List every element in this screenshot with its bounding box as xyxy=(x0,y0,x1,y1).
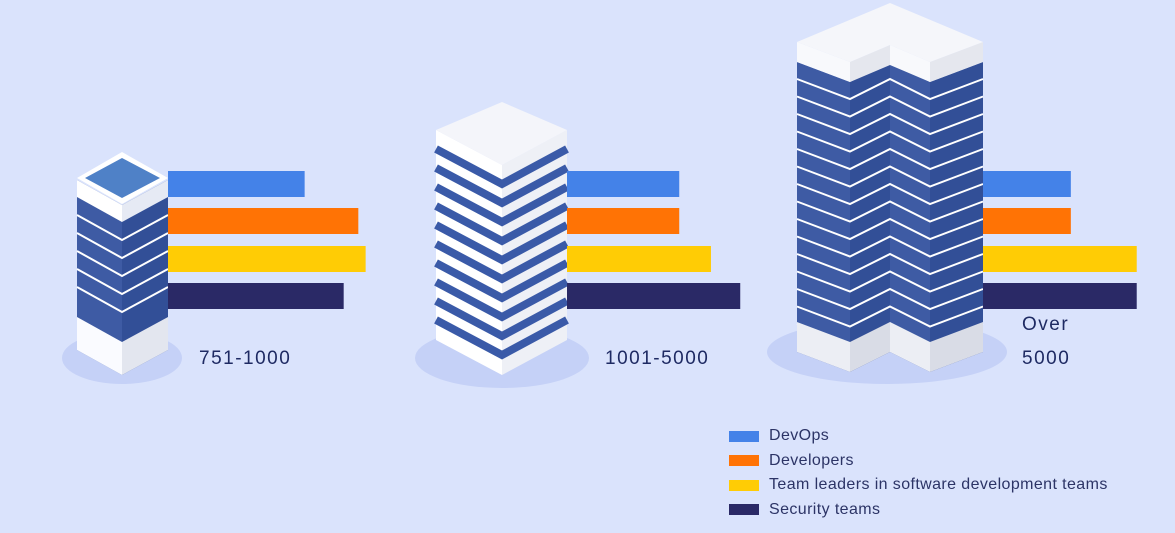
bar-devops-group-2 xyxy=(567,171,680,197)
legend-label-developers: Developers xyxy=(769,451,854,469)
category-labels: 751-1000 1001-5000 Over 5000 xyxy=(199,314,1070,369)
bar-security-teams-group-2 xyxy=(567,283,741,309)
bar-developers-group-3 xyxy=(983,208,1071,234)
bar-developers-group-1 xyxy=(168,208,359,234)
legend-swatch-team-leaders xyxy=(729,479,759,491)
building-medium-illustration xyxy=(415,102,589,388)
legend-item-developers: Developers xyxy=(729,449,1108,474)
building-small-illustration xyxy=(62,152,182,384)
bar-devops-group-1 xyxy=(168,171,305,197)
bar-team-leaders-group-3 xyxy=(983,246,1137,272)
bar-developers-group-2 xyxy=(567,208,680,234)
legend-item-team-leaders: Team leaders in software development tea… xyxy=(729,473,1108,498)
category-label-group-1-line-1: 751-1000 xyxy=(199,348,291,369)
bar-devops-group-3 xyxy=(983,171,1071,197)
legend-item-devops: DevOps xyxy=(729,424,1108,449)
bar-security-teams-group-3 xyxy=(983,283,1137,309)
bars-layer xyxy=(168,171,1137,309)
category-label-group-2-line-1: 1001-5000 xyxy=(605,348,709,369)
legend-label-security-teams: Security teams xyxy=(769,500,881,518)
category-label-group-3-line-2: 5000 xyxy=(1022,348,1070,369)
bar-security-teams-group-1 xyxy=(168,283,344,309)
legend: DevOps Developers Team leaders in softwa… xyxy=(729,424,1108,522)
legend-label-team-leaders: Team leaders in software development tea… xyxy=(769,476,1108,494)
category-label-group-3-line-1: Over xyxy=(1022,314,1069,335)
bar-team-leaders-group-1 xyxy=(168,246,366,272)
legend-swatch-security-teams xyxy=(729,504,759,516)
building-large-illustration xyxy=(767,3,1007,384)
bar-team-leaders-group-2 xyxy=(567,246,711,272)
legend-label-devops: DevOps xyxy=(769,427,830,445)
legend-swatch-devops xyxy=(729,430,759,442)
legend-swatch-developers xyxy=(729,455,759,467)
legend-item-security-teams: Security teams xyxy=(729,498,1108,523)
